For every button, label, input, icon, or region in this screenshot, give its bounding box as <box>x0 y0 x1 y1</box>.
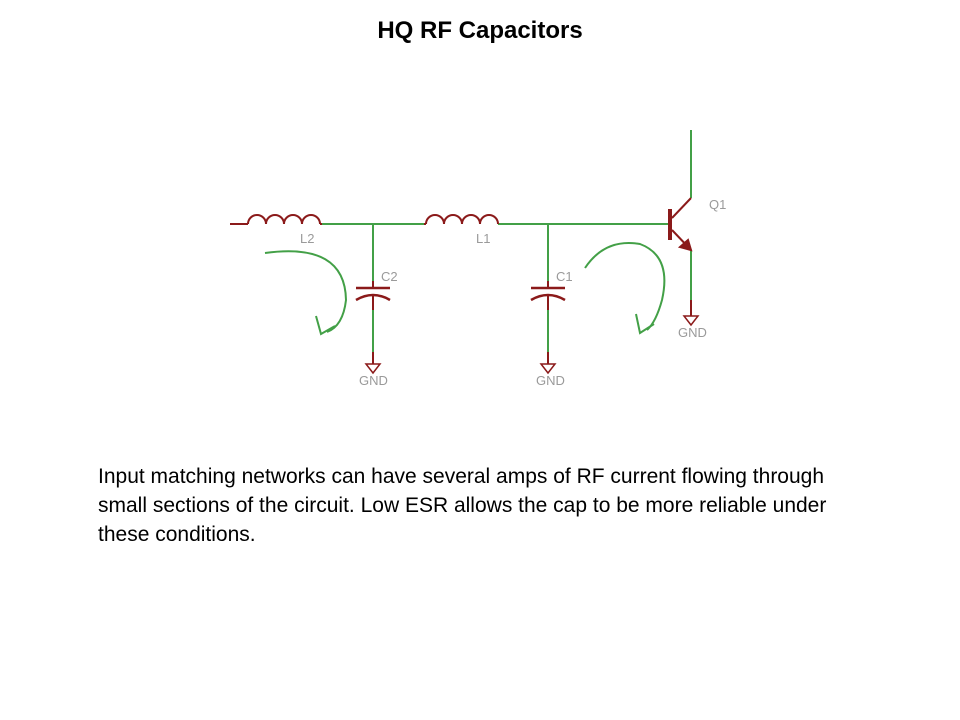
label-l1: L1 <box>476 231 490 246</box>
capacitor-c1 <box>530 281 566 310</box>
gnd-symbol-c2 <box>364 352 382 375</box>
current-loop-arrow-left <box>264 250 348 336</box>
wires <box>322 130 692 362</box>
label-c1: C1 <box>556 269 573 284</box>
body-paragraph: Input matching networks can have several… <box>98 465 827 546</box>
gnd-symbol-q1 <box>682 300 700 327</box>
transistor-q1 <box>668 197 693 252</box>
current-loop-arrow-right <box>584 242 666 335</box>
label-gnd-q1: GND <box>678 325 707 340</box>
label-gnd-c1: GND <box>536 373 565 388</box>
inductor-l1 <box>424 214 499 225</box>
label-c2: C2 <box>381 269 398 284</box>
capacitor-c2 <box>355 281 391 310</box>
label-gnd-c2: GND <box>359 373 388 388</box>
label-l2: L2 <box>300 231 314 246</box>
slide-title: HQ RF Capacitors <box>377 17 583 44</box>
gnd-symbol-c1 <box>539 352 557 375</box>
inductor-l2 <box>230 214 322 225</box>
label-q1: Q1 <box>709 197 726 212</box>
